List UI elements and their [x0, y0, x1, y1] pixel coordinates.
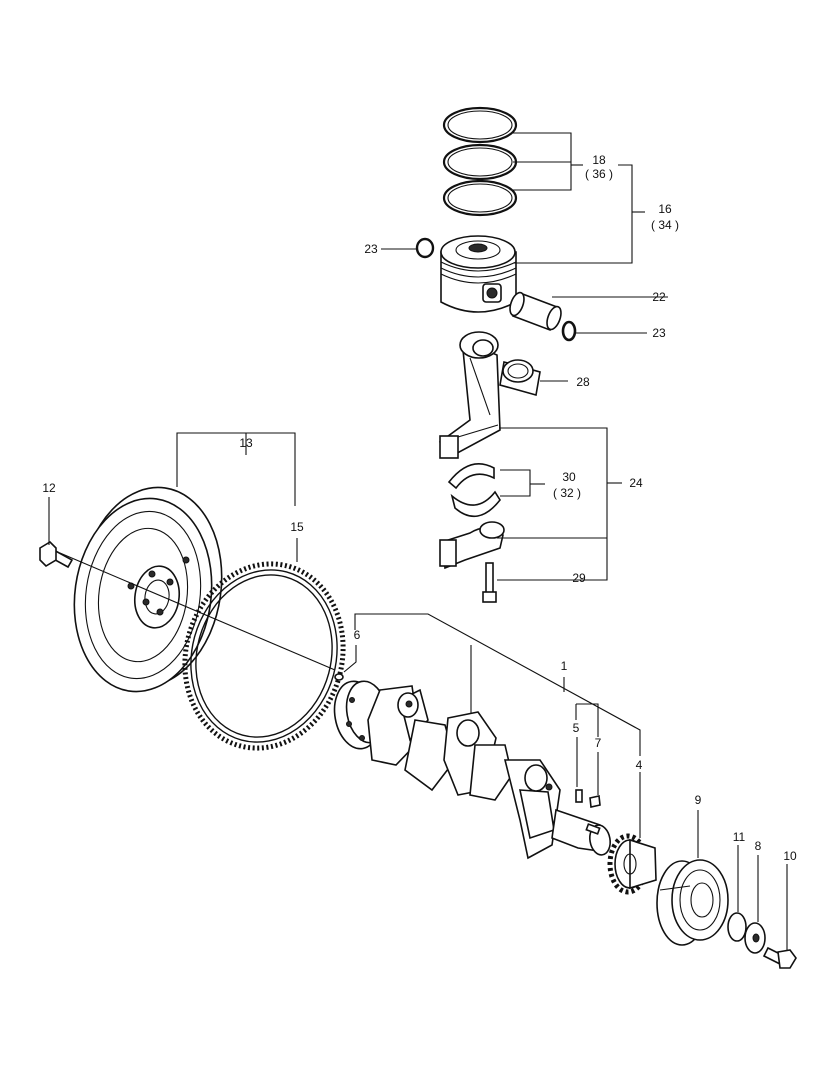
circlip-left	[415, 237, 435, 259]
small-end-bush	[499, 359, 541, 397]
callout-29: 29	[572, 571, 586, 585]
callout-8: 8	[755, 839, 762, 853]
flywheel-bolt	[39, 540, 74, 569]
rod-cap	[439, 521, 505, 570]
flywheel	[73, 486, 223, 693]
washer	[744, 922, 766, 954]
bearing-shells	[447, 463, 501, 518]
callout-1: 1	[561, 659, 568, 673]
callout-13: 13	[239, 436, 253, 450]
callout-6: 6	[354, 628, 361, 642]
crankshaft-pulley	[656, 859, 729, 946]
callout-18-alt: ( 36 )	[585, 167, 613, 181]
callout-12: 12	[42, 481, 56, 495]
circlip-right	[561, 320, 577, 342]
callout-30: 30	[562, 470, 576, 484]
callout-24: 24	[629, 476, 643, 490]
leader-lines	[48, 132, 788, 950]
callout-10: 10	[783, 849, 797, 863]
crankshaft-gear	[607, 833, 657, 895]
callout-16-alt: ( 34 )	[651, 218, 679, 232]
rod-bolt	[482, 562, 497, 603]
callout-23-right: 23	[652, 326, 666, 340]
piston-pin	[509, 291, 562, 332]
callout-23-left: 23	[364, 242, 378, 256]
woodruff-keys	[575, 789, 601, 808]
dowel-pin	[334, 673, 344, 681]
crankshaft	[333, 680, 611, 860]
callout-9: 9	[695, 793, 702, 807]
callout-28: 28	[576, 375, 590, 389]
callout-11: 11	[733, 830, 746, 844]
callout-15: 15	[290, 520, 304, 534]
piston	[440, 235, 517, 313]
callout-4: 4	[636, 758, 643, 772]
callout-22: 22	[652, 290, 666, 304]
callout-7: 7	[595, 736, 602, 750]
callout-30-alt: ( 32 )	[553, 486, 581, 500]
pulley-bolt	[762, 946, 797, 969]
connecting-rod	[438, 331, 501, 459]
piston-rings	[442, 106, 518, 217]
callout-labels: 18 ( 36 ) 16 ( 34 ) 23 22 23 28 24 30 ( …	[42, 153, 797, 863]
spacer	[727, 912, 747, 942]
callout-16: 16	[658, 202, 672, 216]
callout-18: 18	[592, 153, 606, 167]
callout-5: 5	[573, 721, 580, 735]
